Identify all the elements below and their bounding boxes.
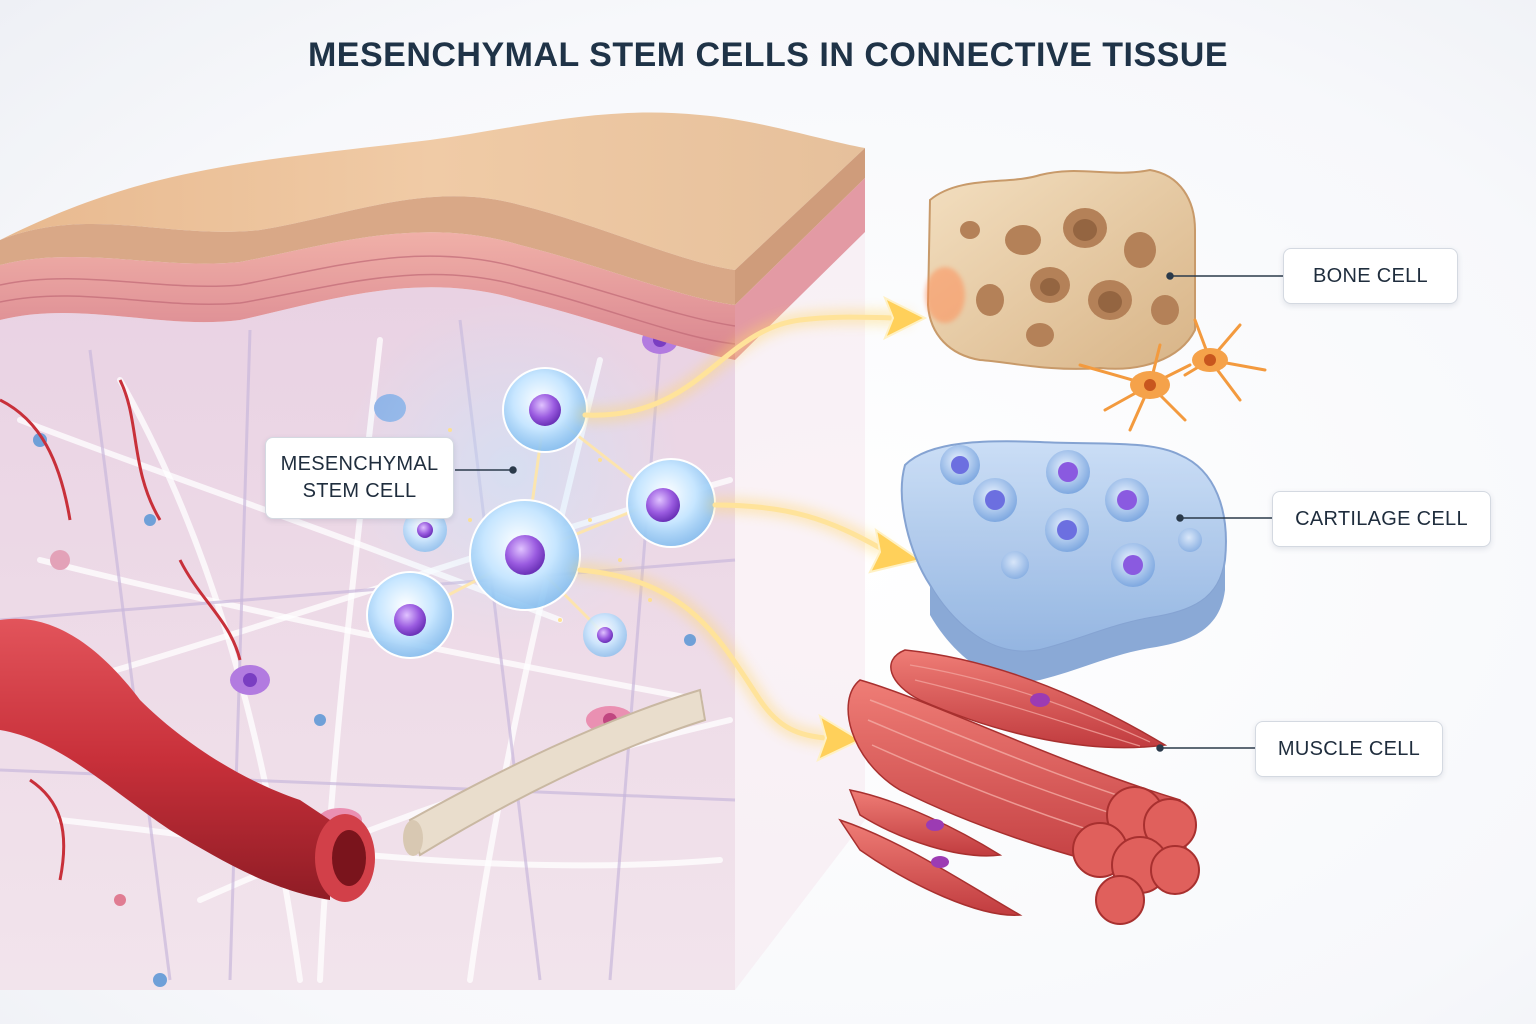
- capillaries: [0, 379, 242, 881]
- label-bone-cell: BONE CELL: [1283, 248, 1458, 304]
- label-msc-line-2: STEM CELL: [302, 480, 417, 502]
- cartilage-tissue: [900, 440, 1227, 682]
- label-mesenchymal-stem-cell: MESENCHYMAL STEM CELL: [265, 437, 454, 519]
- label-muscle-cell: MUSCLE CELL: [1255, 721, 1443, 777]
- leader-line-icon: [455, 272, 1283, 752]
- stem-cell-3: [469, 499, 581, 611]
- bone-tissue: [925, 168, 1196, 370]
- chondrocytes: [940, 445, 1202, 587]
- epidermis-layer: [0, 232, 735, 360]
- skin-surface: [0, 112, 865, 270]
- skin-edge: [0, 196, 735, 305]
- stem-cell-4: [366, 571, 454, 659]
- label-msc-line-1: MESENCHYMAL: [280, 453, 439, 475]
- glow-arrow-icon: [573, 295, 928, 762]
- diagram-title: MESENCHYMAL STEM CELLS IN CONNECTIVE TIS…: [307, 36, 1229, 74]
- muscle-tissue: [838, 649, 1200, 925]
- stem-cell-5: [403, 508, 627, 657]
- muscle-bundle-ends: [1072, 786, 1200, 925]
- stem-cell-1: [502, 367, 588, 453]
- label-cartilage-cell: CARTILAGE CELL: [1272, 491, 1491, 547]
- blood-vessel: [0, 618, 330, 900]
- stem-cell-2: [626, 458, 716, 548]
- nerve-bundle: [408, 688, 707, 857]
